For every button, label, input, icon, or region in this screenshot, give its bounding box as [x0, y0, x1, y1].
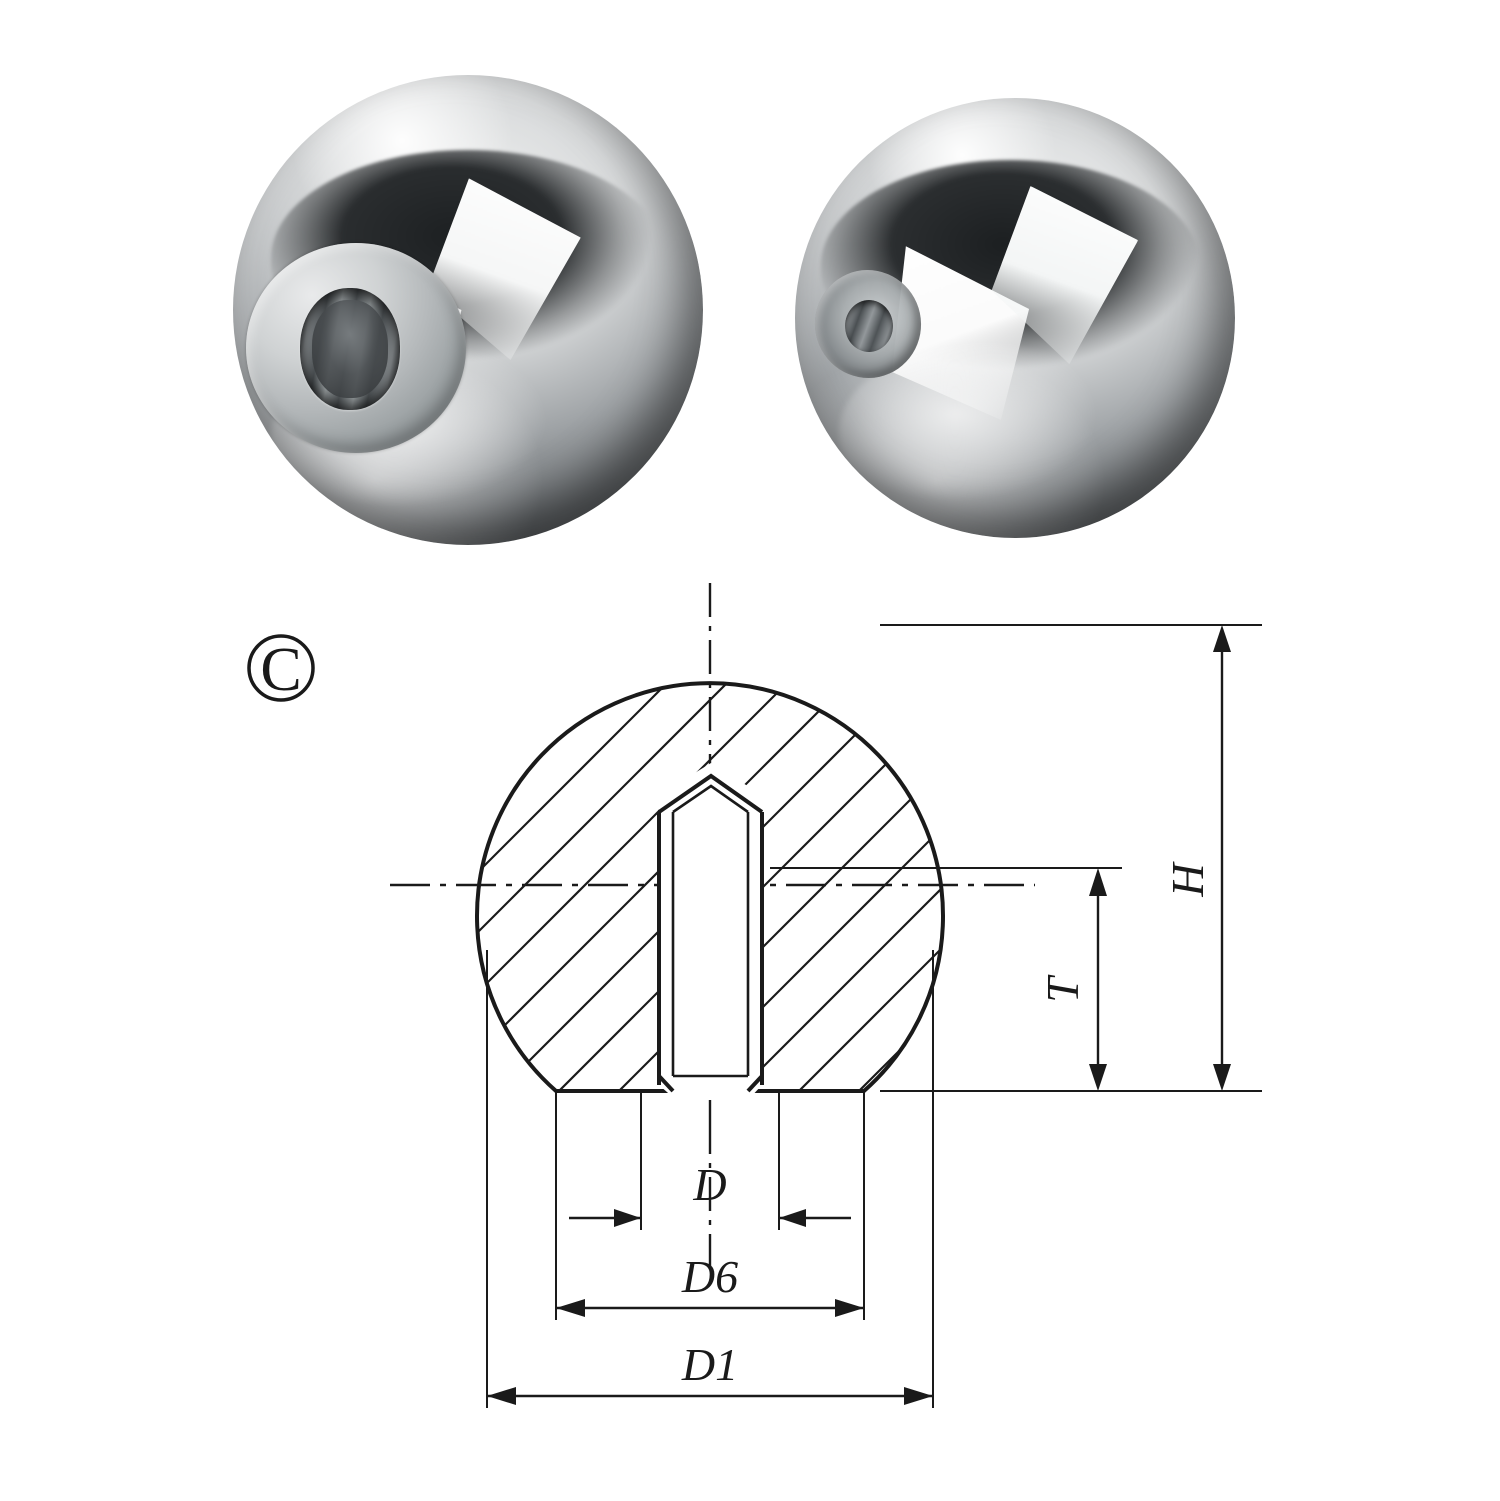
technical-drawing: C — [0, 580, 1500, 1501]
section-hatching — [477, 683, 943, 1100]
dimension-D6: D6 — [555, 1091, 865, 1320]
dimension-T-label: T — [1037, 974, 1088, 1003]
dimension-D1-label: D1 — [681, 1339, 738, 1390]
threaded-bore-section — [657, 773, 764, 1093]
variant-label-c: C — [247, 634, 315, 704]
dimension-D: D — [569, 1091, 851, 1230]
dimension-H: H — [880, 624, 1262, 1092]
dimension-T: T — [770, 867, 1122, 1091]
product-photos — [0, 0, 1500, 600]
dimension-D1: D1 — [486, 950, 934, 1408]
dimension-D-label: D — [692, 1159, 726, 1210]
dimension-H-label: H — [1162, 861, 1213, 898]
variant-label-text: C — [260, 636, 301, 704]
side-bore-hole — [845, 300, 893, 352]
dimension-D6-label: D6 — [681, 1251, 738, 1302]
threaded-bore-hole-interior — [312, 300, 388, 398]
